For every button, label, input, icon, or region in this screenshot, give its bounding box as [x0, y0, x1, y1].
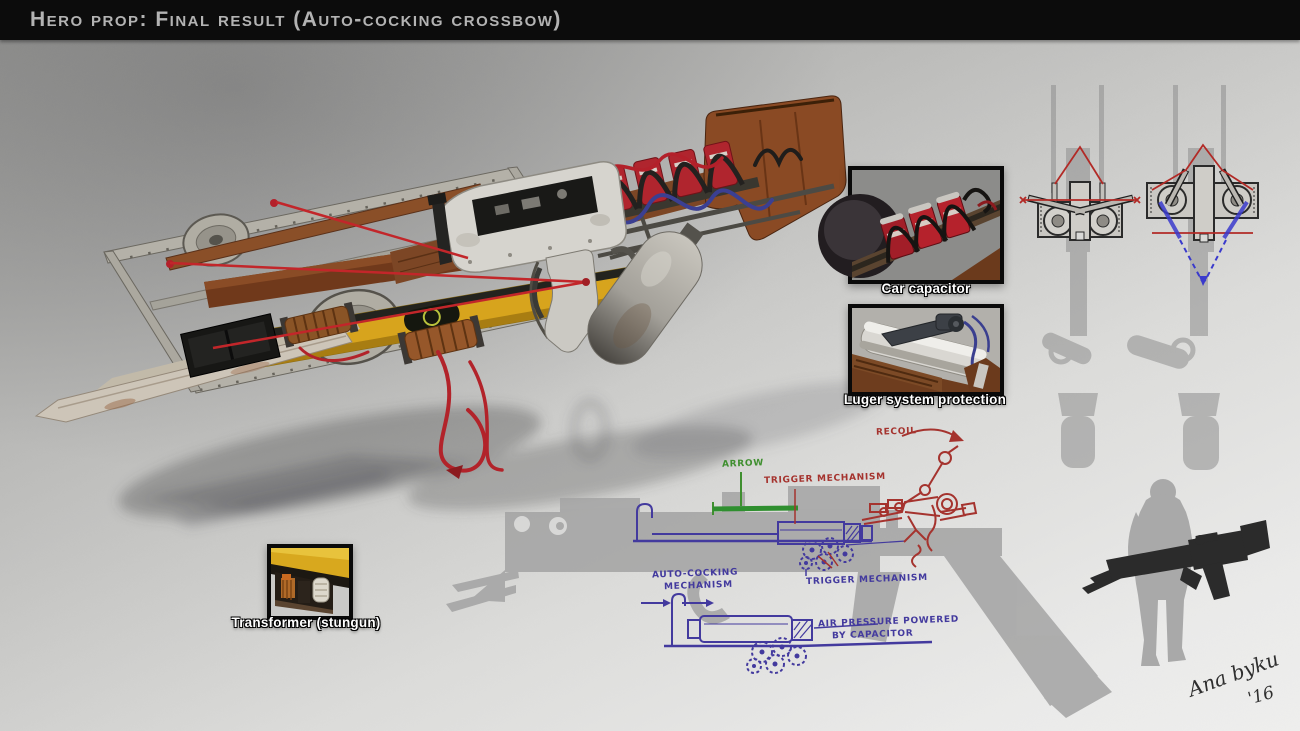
header-bar: Hero prop: Final result (Auto-cocking cr… — [0, 0, 1300, 40]
weapon-side-silhouette — [446, 486, 1112, 718]
transformer-label: Transformer (stungun) — [231, 615, 381, 630]
schematic-cocked — [1019, 145, 1141, 241]
recoil-sketch — [869, 428, 964, 552]
copper-coils — [279, 301, 485, 365]
co2-canister — [587, 222, 704, 365]
pistol-grip — [529, 249, 599, 353]
transformer-inset — [267, 544, 353, 620]
recoil-label: Recoil — [875, 426, 917, 438]
luger-protection-image — [852, 308, 1000, 392]
receiver-cover — [442, 161, 627, 273]
auto-cocking-sketch-upper — [633, 502, 907, 576]
scale-figure — [1082, 479, 1270, 666]
held-weapon-silhouette — [1082, 520, 1270, 600]
page-title: Hero prop: Final result (Auto-cocking cr… — [30, 8, 562, 31]
rusty-butt-sheet — [703, 95, 847, 241]
transformer-image — [271, 548, 349, 616]
main-crossbow-render — [34, 95, 887, 528]
schematic-released — [1146, 143, 1259, 286]
faded-silhouettes — [1042, 85, 1226, 470]
blueprint-sketches — [446, 428, 1112, 718]
front-bracket-post — [427, 192, 452, 265]
luger-protection-inset — [848, 304, 1004, 396]
front-view-schematics — [1019, 85, 1259, 470]
front-red-wires — [298, 346, 504, 479]
auto-cocking-sketch-lower — [641, 592, 933, 674]
car-capacitor-label: Car capacitor — [881, 281, 971, 296]
arrow-sketch — [712, 472, 799, 515]
cast-shadow — [118, 381, 887, 528]
bow-string — [169, 200, 590, 350]
car-capacitor-inset — [818, 166, 1004, 284]
arrow-label: Arrow — [721, 458, 765, 470]
luger-protection-label: Luger system protection — [843, 392, 1007, 407]
car-capacitor-image — [818, 170, 1000, 280]
